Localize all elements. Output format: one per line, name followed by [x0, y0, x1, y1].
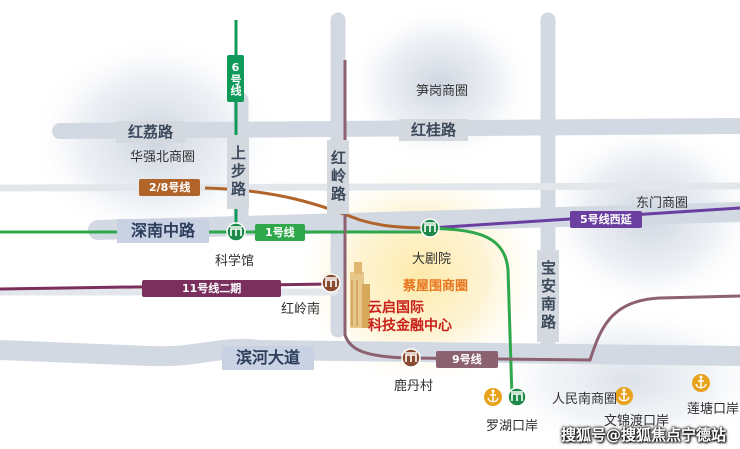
port-label-liantang: 莲塘口岸	[687, 402, 740, 417]
line9-tag: 9号线	[436, 351, 498, 368]
project-name-line1: 云启国际	[368, 300, 424, 316]
station-luohukouan-metro-icon	[507, 387, 527, 407]
port-liantang-anchor-icon	[692, 374, 710, 392]
road-label-shennan: 深南中路	[117, 219, 210, 243]
station-label-luodancun: 鹿丹村	[394, 379, 434, 394]
station-label-honglingnan: 红岭南	[281, 302, 321, 317]
line9-track	[343, 60, 740, 362]
station-markers	[226, 218, 710, 407]
line11-tag: 11号线二期	[142, 280, 282, 297]
line2-8-track	[204, 186, 431, 230]
port-luohu-anchor-icon	[484, 388, 502, 406]
area-label-dongmen: 东门商圈	[636, 196, 689, 211]
port-wenjindu-anchor-icon	[615, 387, 633, 405]
road-label-hongling: 红岭路	[327, 140, 349, 214]
road-label-hongli: 红荔路	[116, 121, 186, 143]
station-label-luohukouan: 罗湖口岸	[486, 419, 539, 434]
area-label-huaqiangbei: 华强北商圈	[130, 150, 196, 165]
station-luodancun-metro-icon	[401, 348, 421, 368]
station-honglingnan-metro-icon	[321, 273, 341, 293]
road-label-binhe: 滨河大道	[222, 346, 315, 370]
project-name-line2: 科技金融中心	[368, 318, 452, 334]
road-label-shangbu: 上步路	[227, 135, 249, 209]
line6-tag: 6号线	[227, 55, 244, 102]
station-kexueguan-metro-icon	[226, 222, 246, 242]
port-label-wenjindu: 文锦渡口岸	[604, 414, 670, 429]
station-label-dajuyuan: 大剧院	[412, 252, 452, 267]
road-label-baoan: 宝安南路	[537, 250, 559, 342]
area-label-caiwuwei: 蔡屋围商圈	[403, 279, 469, 294]
area-label-renminnan: 人民南商圈	[552, 392, 618, 407]
station-dajuyuan-metro-icon	[420, 218, 440, 238]
line5-tag: 5号线西延	[570, 211, 642, 228]
area-label-sungang: 笋岗商圈	[416, 84, 469, 99]
line2-8-tag: 2/8号线	[139, 179, 201, 196]
road-label-honggui: 红桂路	[399, 119, 469, 141]
skyscraper-icon	[350, 262, 370, 328]
line1-east-track	[429, 226, 514, 399]
station-label-kexueguan: 科学馆	[215, 254, 255, 269]
watermark: 搜狐号@搜狐焦点宁德站	[561, 426, 727, 444]
line1-tag: 1号线	[255, 224, 305, 241]
minor-road-1	[0, 182, 740, 192]
